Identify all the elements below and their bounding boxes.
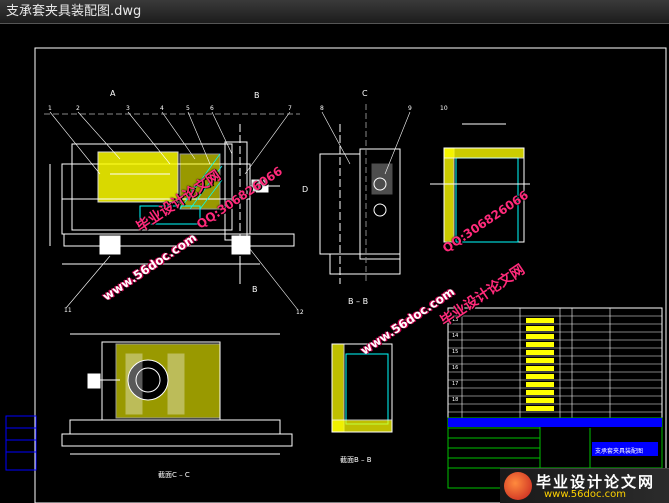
section-label-b-top: B <box>254 91 260 100</box>
balloon-6: 6 <box>210 105 214 112</box>
balloon-4: 4 <box>160 105 164 112</box>
left-stamp-box <box>5 415 37 471</box>
side-view <box>319 104 401 284</box>
section-label-d: D <box>302 185 308 194</box>
balloon-7: 7 <box>288 105 292 112</box>
site-brand-badge: 毕业设计论文网 www.56doc.com <box>500 468 669 503</box>
drawing-border <box>34 47 667 503</box>
balloon-5: 5 <box>186 105 190 112</box>
balloon-8: 8 <box>320 105 324 112</box>
balloon-13: 13 <box>452 317 458 323</box>
balloon-10: 10 <box>440 105 448 112</box>
view-title-sec-c: 截面C – C <box>158 470 190 479</box>
balloon-9: 9 <box>408 105 412 112</box>
main-view-hatch <box>179 153 223 210</box>
leader-lines <box>49 111 411 311</box>
balloon-18: 18 <box>452 397 458 403</box>
drawing-canvas[interactable]: A B C D B B – B 截面B – B 截面C – C 支承套夹具装配图… <box>0 24 669 503</box>
brand-name: 毕业设计论文网 <box>536 473 656 491</box>
balloon-17: 17 <box>452 381 458 387</box>
drawing-name: 支承套夹具装配图 <box>595 447 643 455</box>
section-cc-view <box>61 333 293 455</box>
title-bar: 支承套夹具装配图.dwg <box>0 0 669 24</box>
section-bb-view <box>331 343 393 433</box>
section-label-a: A <box>110 89 116 98</box>
balloon-14: 14 <box>452 333 458 339</box>
brand-url: www.56doc.com <box>544 489 627 500</box>
balloon-16: 16 <box>452 365 458 371</box>
parts-list-table <box>447 307 663 419</box>
balloon-11: 11 <box>64 307 72 314</box>
section-d-view <box>430 123 530 243</box>
section-label-c-top: C <box>362 89 368 98</box>
window-title: 支承套夹具装配图.dwg <box>6 4 142 19</box>
balloon-2: 2 <box>76 105 80 112</box>
site-logo-icon <box>504 472 532 500</box>
section-label-b-bottom: B <box>252 285 258 294</box>
balloon-12: 12 <box>296 309 304 316</box>
balloon-1: 1 <box>48 105 52 112</box>
view-title-sec-b: 截面B – B <box>340 455 372 464</box>
drawing-svg: A B C D B B – B 截面B – B 截面C – C 支承套夹具装配图… <box>5 47 667 503</box>
balloon-3: 3 <box>126 105 130 112</box>
view-title-bb: B – B <box>348 297 368 306</box>
balloon-15: 15 <box>452 349 458 355</box>
